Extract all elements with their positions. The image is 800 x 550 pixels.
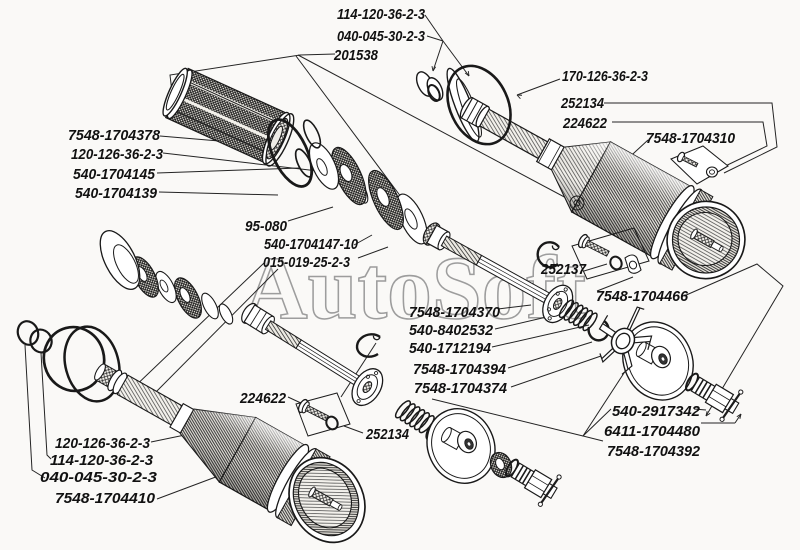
svg-text:114-120-36-2-3: 114-120-36-2-3 <box>50 453 154 469</box>
svg-text:540-2917342: 540-2917342 <box>612 404 701 420</box>
svg-text:201538: 201538 <box>333 48 379 64</box>
svg-text:224622: 224622 <box>562 116 608 132</box>
svg-text:252137: 252137 <box>540 262 587 278</box>
svg-text:95-080: 95-080 <box>245 219 288 235</box>
svg-text:540-1704145: 540-1704145 <box>73 167 156 183</box>
svg-text:540-1704147-10: 540-1704147-10 <box>264 237 359 253</box>
svg-text:7548-1704410: 7548-1704410 <box>55 491 156 507</box>
svg-text:120-126-36-2-3: 120-126-36-2-3 <box>55 436 151 452</box>
svg-text:540-8402532: 540-8402532 <box>409 323 494 339</box>
svg-text:252134: 252134 <box>560 96 604 112</box>
svg-text:170-126-36-2-3: 170-126-36-2-3 <box>562 69 649 85</box>
svg-text:540-1704139: 540-1704139 <box>75 186 158 202</box>
svg-text:114-120-36-2-3: 114-120-36-2-3 <box>337 7 426 23</box>
svg-text:040-045-30-2-3: 040-045-30-2-3 <box>40 470 158 486</box>
svg-text:6411-1704480: 6411-1704480 <box>604 424 701 440</box>
svg-text:7548-1704466: 7548-1704466 <box>596 289 689 305</box>
svg-text:040-045-30-2-3: 040-045-30-2-3 <box>337 29 426 45</box>
svg-text:7548-1704310: 7548-1704310 <box>646 131 736 147</box>
svg-text:015-019-25-2-3: 015-019-25-2-3 <box>263 255 351 271</box>
svg-text:7548-1704370: 7548-1704370 <box>409 305 501 321</box>
svg-text:252134: 252134 <box>365 427 409 443</box>
svg-text:120-126-36-2-3: 120-126-36-2-3 <box>71 147 164 163</box>
svg-text:7548-1704392: 7548-1704392 <box>607 444 701 460</box>
svg-text:7548-1704374: 7548-1704374 <box>414 381 507 397</box>
svg-text:7548-1704378: 7548-1704378 <box>68 128 161 144</box>
svg-text:540-1712194: 540-1712194 <box>409 341 491 357</box>
svg-text:224622: 224622 <box>239 391 287 407</box>
svg-text:7548-1704394: 7548-1704394 <box>413 362 506 378</box>
